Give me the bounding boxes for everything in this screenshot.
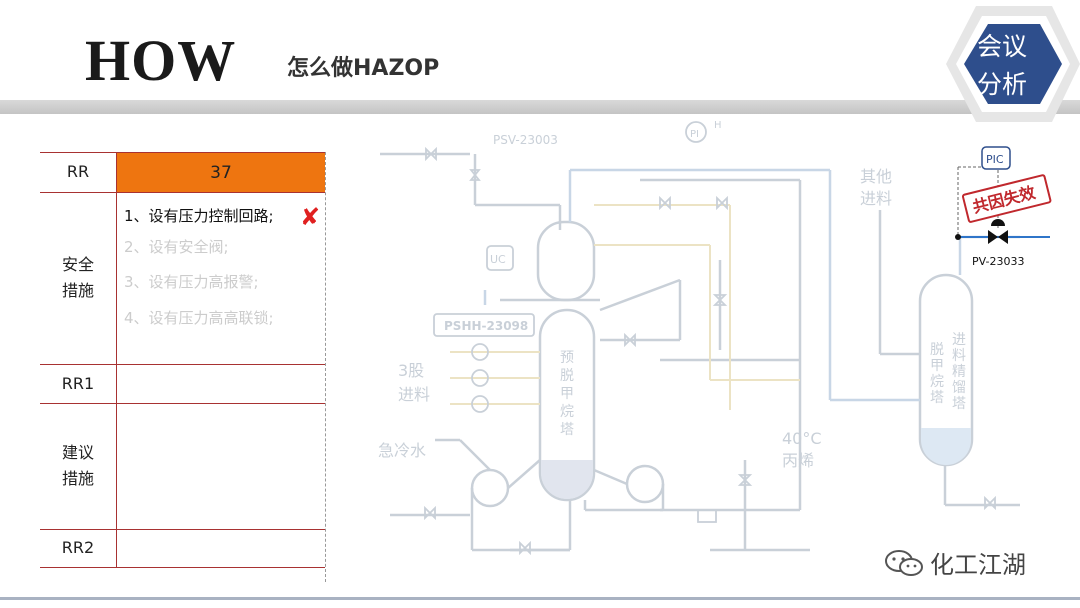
process-flow-diagram: PSV-23003 PI H UC PSHH-23098 3股 进料 急冷水 4… — [378, 120, 1052, 556]
page-title: HOW — [85, 28, 237, 93]
tower2-char: 精 — [952, 364, 966, 380]
section-badge-hexagon — [946, 6, 1080, 122]
valve-icon — [425, 146, 437, 162]
reboiler-right — [625, 464, 665, 504]
pi-label: PI — [690, 129, 699, 140]
cross-mark-icon: ✘ — [300, 203, 321, 231]
rr2-label: RR2 — [61, 538, 95, 557]
table-column-divider — [116, 152, 117, 567]
rr-value-cell: 37 — [117, 153, 325, 192]
valve-icon — [424, 505, 436, 521]
pipe — [593, 468, 628, 486]
tower1-char: 预 — [560, 350, 574, 366]
other-feed-label: 进料 — [860, 189, 892, 208]
pipe — [599, 278, 681, 312]
valve-icon — [471, 395, 489, 413]
tower2-char: 塔 — [952, 396, 966, 412]
valve-actuator-icon — [991, 219, 1005, 226]
table-border — [40, 529, 325, 530]
pshh-tag: PSHH-23098 — [444, 319, 528, 333]
tower2-char: 馏 — [952, 380, 966, 396]
reboiler-left — [470, 468, 510, 508]
valve-icon — [716, 195, 728, 211]
table-border-top — [40, 152, 325, 153]
tower2-char: 料 — [952, 348, 966, 364]
badge-line-1: 会议 — [976, 32, 1027, 61]
section-badge-label: 会议 分析 — [968, 28, 1036, 104]
tap-point — [955, 234, 961, 240]
tower2-char: 进 — [952, 332, 966, 348]
table-border — [40, 403, 325, 404]
propylene-label: 丙烯 — [782, 451, 814, 470]
page-subtitle: 怎么做HAZOP — [287, 56, 440, 81]
liquid-level — [921, 428, 971, 465]
label-line: 安全 — [61, 255, 94, 274]
liquid-level — [541, 460, 593, 499]
valve-icon — [737, 474, 753, 486]
watermark-text: 化工江湖 — [930, 551, 1026, 579]
header-divider-bar — [0, 100, 1080, 114]
measure-item: 4、设有压力高高联锁; — [124, 309, 274, 327]
tower2-char: 塔 — [930, 390, 944, 406]
feed3-label: 进料 — [398, 385, 430, 404]
tower1-char: 脱 — [560, 368, 574, 384]
stamp: 共因失效 — [961, 174, 1052, 223]
quench-water-label: 急冷水 — [378, 441, 426, 460]
valve-icon — [471, 343, 489, 361]
pic-label: PIC — [986, 153, 1004, 166]
pi-h-label: H — [714, 120, 722, 131]
valve-icon — [519, 540, 531, 556]
tower1-char: 甲 — [560, 386, 574, 402]
overhead-drum — [536, 220, 596, 302]
pipe — [507, 459, 541, 489]
measure-item: 2、设有安全阀; — [124, 238, 229, 256]
psv-tag: PSV-23003 — [493, 133, 558, 147]
valve-actuator — [697, 509, 717, 523]
rr-label: RR — [66, 162, 90, 181]
valve-icon — [712, 294, 728, 306]
pi-instrument — [685, 121, 707, 143]
panel-divider — [325, 152, 326, 582]
pshh-box — [433, 313, 535, 337]
table-border-bottom — [40, 567, 325, 568]
rr1-label: RR1 — [61, 373, 95, 393]
badge-line-2: 分析 — [976, 70, 1027, 99]
tower2-char: 甲 — [930, 358, 944, 374]
valve-icon — [469, 169, 481, 181]
pic-instrument — [981, 146, 1011, 170]
valve-icon — [984, 495, 996, 511]
uc-instrument — [486, 245, 514, 271]
watermark: 化工江湖 — [884, 545, 1026, 580]
label-line: 措施 — [61, 469, 94, 488]
measure-item: 1、设有压力控制回路; — [124, 207, 274, 225]
footer-line — [0, 597, 1080, 600]
other-feed-label: 其他 — [860, 167, 892, 186]
safety-measures-label: 安全 措施 — [40, 192, 116, 364]
tower2-char: 烷 — [930, 374, 944, 390]
pv-tag: PV-23033 — [972, 255, 1024, 268]
feed3-label: 3股 — [398, 361, 424, 380]
pipe — [459, 439, 491, 471]
control-valve-icon — [988, 230, 1008, 244]
measure-item: 3、设有压力高报警; — [124, 273, 259, 291]
tower2-char: 脱 — [930, 342, 944, 358]
wechat-icon — [885, 549, 923, 576]
tower1-char: 烷 — [560, 404, 574, 420]
temperature-label: 40°C — [782, 429, 822, 448]
valve-icon — [624, 332, 636, 348]
label-line: 措施 — [61, 281, 94, 300]
uc-label: UC — [490, 253, 506, 266]
label-line: 建议 — [61, 443, 94, 462]
valve-icon — [471, 369, 489, 387]
table-border — [40, 192, 325, 193]
tower1-char: 塔 — [560, 422, 574, 438]
valve-icon — [659, 195, 671, 211]
table-border — [40, 364, 325, 365]
advice-measures-label: 建议 措施 — [40, 403, 116, 529]
